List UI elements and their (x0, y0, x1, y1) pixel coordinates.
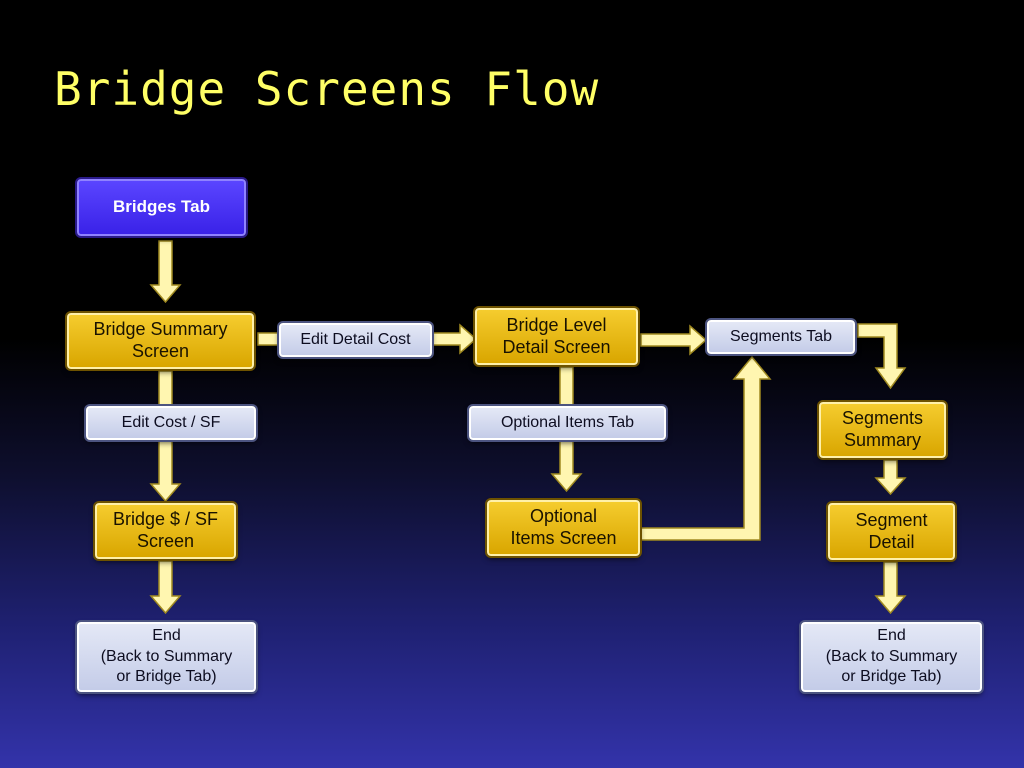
bridge-cost-sf-screen-node: Bridge $ / SF Screen (95, 503, 236, 559)
arrow-down-bridges-to-summary (149, 240, 182, 304)
segments-tab-node: Segments Tab (707, 320, 855, 354)
bridge-level-detail-screen-label: Bridge Level Detail Screen (502, 314, 611, 357)
arrow-down-edit-cost-to-bridge-cost (149, 440, 182, 503)
edit-cost-sf-label: Edit Cost / SF (121, 414, 221, 432)
segment-detail-node: Segment Detail (828, 503, 955, 560)
connector-summary-to-edit-cost (158, 370, 173, 407)
segments-summary-node: Segments Summary (819, 402, 946, 458)
page-title: Bridge Screens Flow (54, 62, 600, 116)
bridges-tab-label: Bridges Tab (113, 197, 210, 217)
bridge-cost-sf-screen-label: Bridge $ / SF Screen (112, 509, 219, 551)
bridges-tab-node: Bridges Tab (77, 179, 246, 236)
connector-bridge-level-to-optional-tab (559, 366, 574, 406)
arrow-down-segment-detail-to-end (874, 561, 907, 615)
end-right-label: End (Back to Summary or Bridge Tab) (825, 626, 958, 686)
segments-summary-label: Segments Summary (841, 408, 924, 450)
optional-items-tab-label: Optional Items Tab (500, 414, 635, 432)
arrow-elbow-optional-to-segments-tab (640, 355, 772, 541)
edit-detail-cost-label: Edit Detail Cost (300, 331, 411, 349)
arrow-down-optional-tab-to-optional-screen (550, 440, 583, 493)
arrow-down-summary-to-segment-detail (874, 459, 907, 496)
optional-items-tab-node: Optional Items Tab (469, 406, 666, 440)
connector-summary-to-edit-detail (257, 332, 279, 346)
edit-cost-sf-node: Edit Cost / SF (86, 406, 256, 440)
arrow-right-bridge-level-to-segments-tab (640, 324, 708, 356)
segment-detail-label: Segment Detail (855, 509, 928, 552)
arrow-down-bridge-cost-to-end (149, 560, 182, 615)
arrow-right-edit-detail-to-bridge-level (432, 323, 478, 355)
bridge-level-detail-screen-node: Bridge Level Detail Screen (475, 308, 638, 365)
segments-tab-label: Segments Tab (730, 328, 832, 346)
edit-detail-cost-node: Edit Detail Cost (279, 323, 432, 357)
arrow-elbow-segments-tab-to-summary (857, 323, 907, 390)
optional-items-screen-label: Optional Items Screen (510, 506, 617, 548)
bridge-summary-screen-label: Bridge Summary Screen (93, 319, 228, 361)
optional-items-screen-node: Optional Items Screen (487, 500, 640, 556)
end-right-node: End (Back to Summary or Bridge Tab) (801, 622, 982, 692)
end-left-node: End (Back to Summary or Bridge Tab) (77, 622, 256, 692)
end-left-label: End (Back to Summary or Bridge Tab) (100, 626, 233, 686)
bridge-summary-screen-node: Bridge Summary Screen (67, 313, 254, 369)
